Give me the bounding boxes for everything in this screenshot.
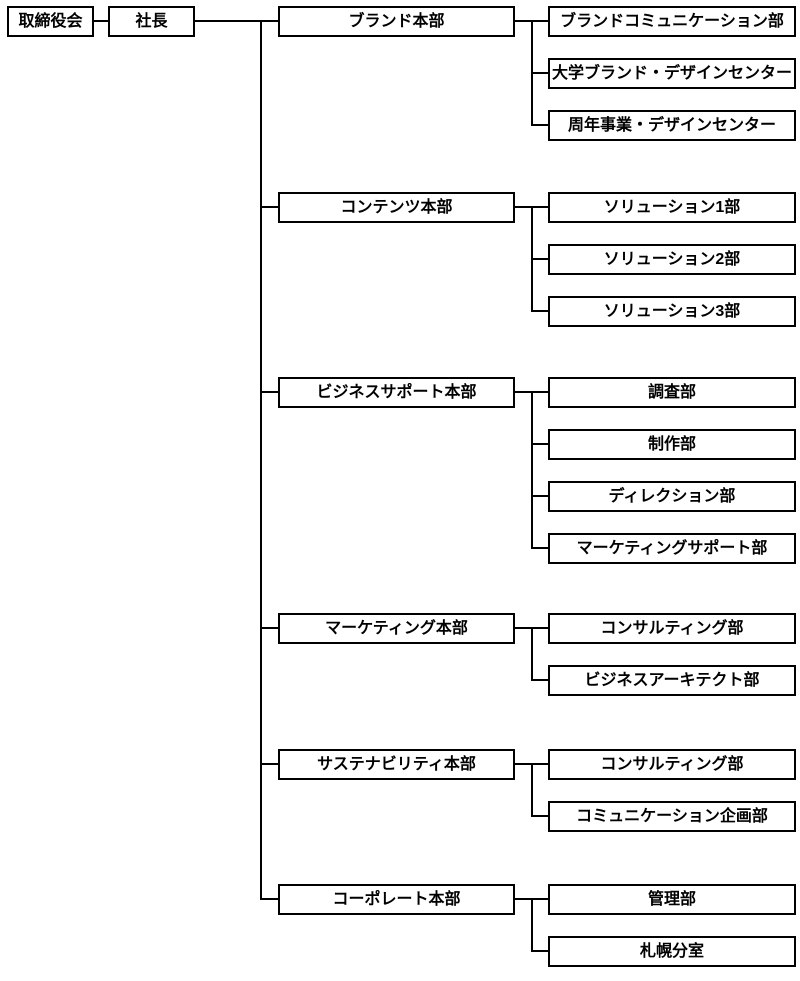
connector-child-stub-3-4 <box>531 547 548 549</box>
connector-trunk-marketing-division <box>260 627 278 629</box>
dept-box-solution-3: ソリューション3部 <box>548 296 796 327</box>
dept-box-administration: 管理部 <box>548 884 796 915</box>
connector-trunk-business-support-division <box>260 391 278 393</box>
dept-box-direction: ディレクション部 <box>548 481 796 512</box>
connector-child-stub-5-2 <box>531 815 548 817</box>
connector-child-stub-3-3 <box>531 495 548 497</box>
dept-box-solution-1: ソリューション1部 <box>548 192 796 223</box>
board-box: 取締役会 <box>7 6 94 37</box>
child-trunk-line-6 <box>531 898 533 952</box>
connector-child-stub-2-2 <box>531 258 548 260</box>
child-trunk-line-3 <box>531 391 533 549</box>
division-box-marketing: マーケティング本部 <box>278 613 515 644</box>
connector-child-stub-1-2 <box>531 72 548 74</box>
connector-board-president <box>94 20 108 22</box>
dept-box-marketing-support: マーケティングサポート部 <box>548 533 796 564</box>
connector-child-stub-3-2 <box>531 443 548 445</box>
dept-box-solution-2: ソリューション2部 <box>548 244 796 275</box>
division-box-sustainability: サステナビリティ本部 <box>278 749 515 780</box>
connector-child-stub-2-3 <box>531 310 548 312</box>
dept-box-research: 調査部 <box>548 377 796 408</box>
division-box-contents: コンテンツ本部 <box>278 192 515 223</box>
division-box-business-support: ビジネスサポート本部 <box>278 377 515 408</box>
dept-box-sapporo-branch-office: 札幌分室 <box>548 936 796 967</box>
dept-box-brand-communication: ブランドコミュニケーション部 <box>548 6 796 37</box>
connector-child-stub-1-3 <box>531 124 548 126</box>
dept-box-anniversary-design-center: 周年事業・デザインセンター <box>548 110 796 141</box>
dept-box-consulting-marketing: コンサルティング部 <box>548 613 796 644</box>
connector-child-stub-6-2 <box>531 950 548 952</box>
main-trunk-line <box>260 20 262 900</box>
division-box-brand: ブランド本部 <box>278 6 515 37</box>
dept-box-consulting-sustainability: コンサルティング部 <box>548 749 796 780</box>
connector-trunk-contents-division <box>260 206 278 208</box>
dept-box-business-architect: ビジネスアーキテクト部 <box>548 665 796 696</box>
connector-trunk-corporate-division <box>260 898 278 900</box>
child-trunk-line-5 <box>531 763 533 817</box>
dept-box-communication-planning: コミュニケーション企画部 <box>548 801 796 832</box>
dept-box-university-brand-design-center: 大学ブランド・デザインセンター <box>548 58 796 89</box>
president-box: 社長 <box>108 6 195 37</box>
connector-trunk-sustainability-division <box>260 763 278 765</box>
child-trunk-line-4 <box>531 627 533 681</box>
connector-child-stub-4-2 <box>531 679 548 681</box>
connector-president-brand-division <box>195 20 278 22</box>
dept-box-production: 制作部 <box>548 429 796 460</box>
division-box-corporate: コーポレート本部 <box>278 884 515 915</box>
